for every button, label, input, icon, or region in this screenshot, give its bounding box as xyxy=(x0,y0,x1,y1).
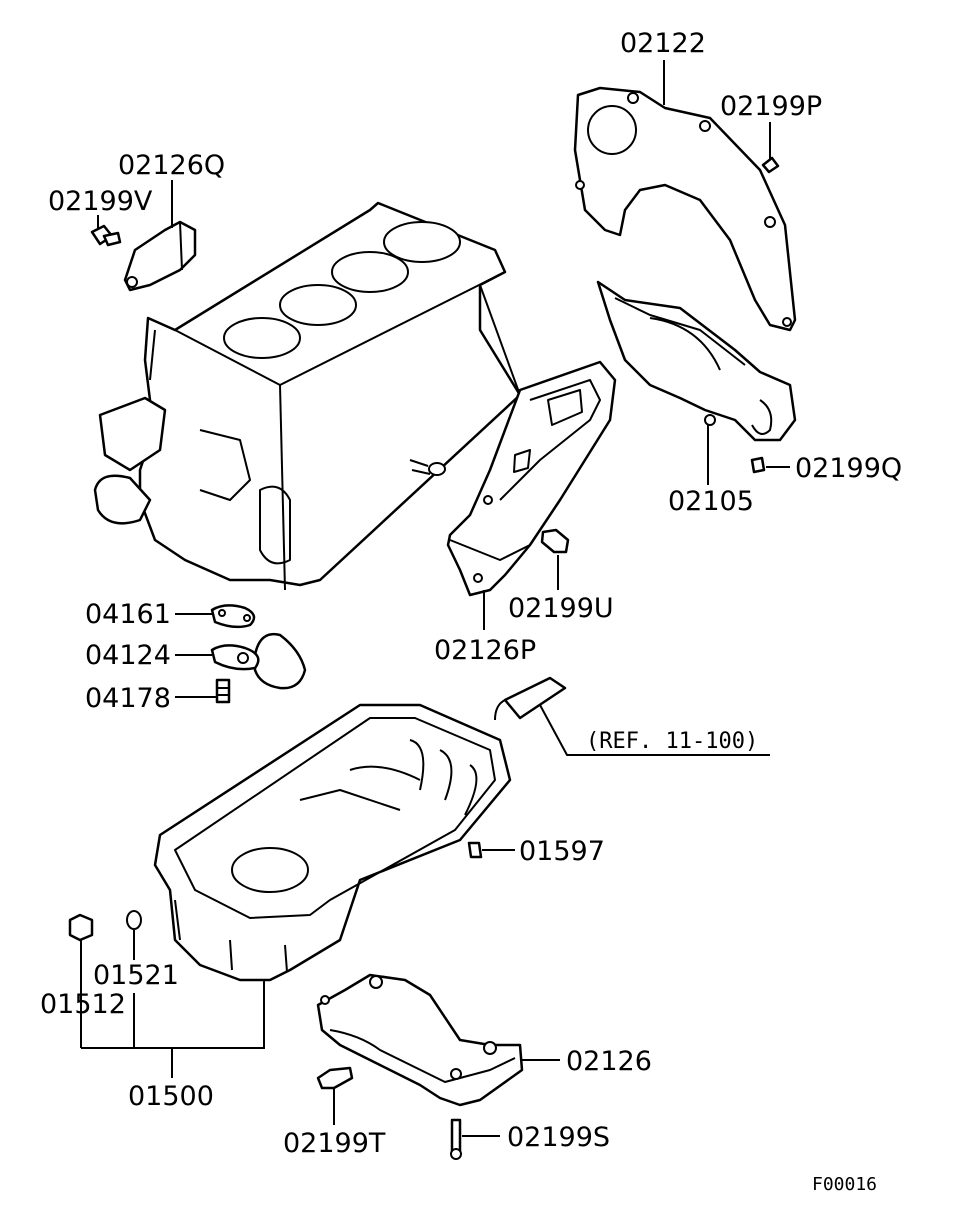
label-01521: 01521 xyxy=(93,960,179,991)
engine-block xyxy=(93,201,522,591)
bolt-02199Q xyxy=(750,456,766,474)
figure-id: F00016 xyxy=(812,1174,877,1195)
label-02199T: 02199T xyxy=(283,1128,386,1159)
oil-pan-01500 xyxy=(153,703,512,982)
gasket-04161 xyxy=(210,604,256,629)
label-01597: 01597 xyxy=(519,836,605,867)
leader-lines xyxy=(80,60,790,1137)
label-02199U: 02199U xyxy=(508,593,614,624)
bolt-02199S xyxy=(450,1118,462,1160)
oil-strainer-04124 xyxy=(210,632,307,690)
bracket-02126 xyxy=(316,973,524,1107)
plate-02105 xyxy=(596,280,797,442)
bolt-02199T xyxy=(316,1066,354,1090)
bolt-02199V xyxy=(90,224,122,247)
part-labels: 02122 02199P 02126Q 02199V 02199Q 02105 … xyxy=(40,28,902,1195)
reference-note: (REF. 11-100) xyxy=(586,729,758,754)
rear-plate-02122 xyxy=(573,86,797,332)
label-02199P: 02199P xyxy=(720,91,822,122)
label-02122: 02122 xyxy=(620,28,706,59)
label-02199S: 02199S xyxy=(507,1122,610,1153)
bolt-01597 xyxy=(467,841,483,859)
label-02105: 02105 xyxy=(668,486,754,517)
label-04124: 04124 xyxy=(85,640,171,671)
label-02126: 02126 xyxy=(566,1046,652,1077)
label-02199Q: 02199Q xyxy=(795,453,902,484)
label-01500: 01500 xyxy=(128,1081,214,1112)
bolt-04178 xyxy=(215,678,231,704)
label-01512: 01512 xyxy=(40,989,126,1020)
label-02199V: 02199V xyxy=(48,186,153,217)
bracket-02126Q xyxy=(123,220,197,292)
label-04178: 04178 xyxy=(85,683,171,714)
drain-plug-01512 xyxy=(68,913,94,942)
sealant-tube xyxy=(494,676,567,721)
label-02126P: 02126P xyxy=(434,635,536,666)
bolt-02199U xyxy=(540,528,570,554)
label-02126Q: 02126Q xyxy=(118,150,225,181)
label-04161: 04161 xyxy=(85,599,171,630)
bracket-02126P xyxy=(446,360,617,597)
gasket-01521 xyxy=(126,910,142,930)
bolt-02199P xyxy=(761,156,780,174)
